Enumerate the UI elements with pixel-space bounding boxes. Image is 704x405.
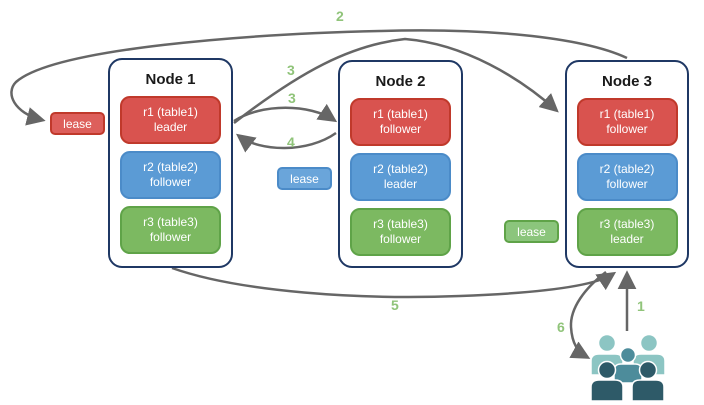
replica-r3-node3: r3 (table3) leader (576, 208, 678, 256)
replica-r3-node1: r3 (table3) follower (120, 206, 221, 254)
replica-name: r3 (table3) (143, 215, 198, 229)
replica-name: r1 (table1) (599, 107, 655, 121)
replica-name: r3 (table3) (373, 217, 428, 231)
replica-name: r1 (table1) (373, 107, 428, 121)
replica-role: follower (606, 177, 648, 191)
replica-r2-node3: r2 (table2) follower (576, 153, 678, 201)
arrow-step-2 (10, 29, 628, 126)
person-icon (590, 360, 624, 401)
step-label-3b: 3 (288, 90, 296, 106)
replica-name: r2 (table2) (143, 160, 198, 174)
replica-role: follower (149, 175, 192, 189)
node-3: Node 3 r1 (table1) follower r2 (table2) … (565, 60, 689, 268)
step-label-3a: 3 (287, 62, 295, 78)
replica-role: follower (149, 230, 192, 244)
replica-r2-node2: r2 (table2) leader (350, 153, 451, 201)
replica-role: follower (379, 122, 422, 136)
lease-label-green: lease (504, 220, 559, 243)
replica-name: r1 (table1) (143, 105, 198, 119)
step-label-4: 4 (287, 134, 295, 150)
replica-r2-node1: r2 (table2) follower (120, 151, 221, 199)
arrow-step-5 (171, 266, 617, 299)
replica-name: r2 (table2) (599, 162, 655, 176)
replica-name: r2 (table2) (373, 162, 428, 176)
lease-label-red: lease (50, 112, 105, 135)
users-group-icon (590, 333, 666, 401)
replica-role: leader (153, 120, 188, 134)
replica-role: leader (610, 232, 644, 246)
arrow-step-3-to-node2 (233, 103, 338, 123)
arrow-step-3-to-node3 (233, 37, 559, 124)
replica-r1-node1: r1 (table1) leader (120, 96, 221, 144)
person-icon (631, 360, 665, 401)
node-2: Node 2 r1 (table1) follower r2 (table2) … (338, 60, 463, 268)
replica-role: follower (606, 122, 648, 136)
node-3-title: Node 3 (601, 73, 652, 90)
step-label-6: 6 (557, 319, 565, 335)
lease-label-blue: lease (277, 167, 332, 190)
replica-r1-node2: r1 (table1) follower (350, 98, 451, 146)
replica-name: r3 (table3) (599, 217, 655, 231)
replica-r1-node3: r1 (table1) follower (576, 98, 678, 146)
node-1-title: Node 1 (145, 71, 196, 88)
replica-r3-node2: r3 (table3) follower (350, 208, 451, 256)
replica-role: leader (383, 177, 418, 191)
node-2-title: Node 2 (375, 73, 426, 90)
arrow-step-6 (569, 271, 607, 359)
node-1: Node 1 r1 (table1) leader r2 (table2) fo… (108, 58, 233, 268)
step-label-2: 2 (336, 8, 344, 24)
step-label-5: 5 (391, 297, 399, 313)
step-label-1: 1 (637, 298, 645, 314)
arrow-step-4 (236, 131, 337, 153)
person-icon (613, 346, 643, 384)
replica-role: follower (379, 232, 422, 246)
